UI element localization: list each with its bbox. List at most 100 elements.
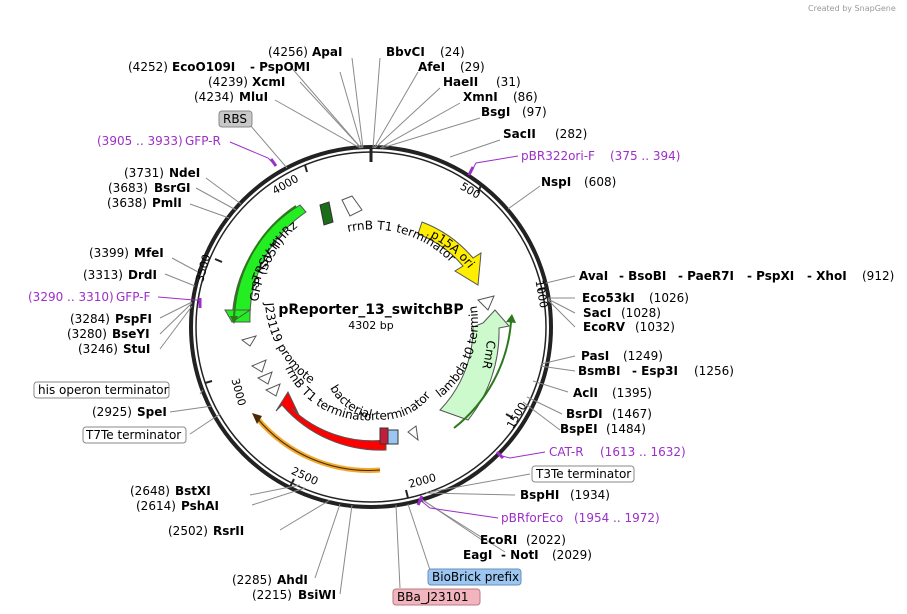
site-ecorv[interactable]: EcoRV (1032) — [583, 320, 675, 334]
lambda-marker — [477, 295, 495, 311]
site-acli[interactable]: AclI (1395) — [573, 386, 652, 400]
svg-text:BseYI: BseYI — [112, 327, 150, 341]
svg-text:GFP-R: GFP-R — [185, 134, 221, 148]
site-xcmi[interactable]: (4239) XcmI — [208, 75, 285, 89]
site-mfei[interactable]: (3399) MfeI — [89, 246, 164, 260]
tick-2000: 2000 — [407, 471, 437, 491]
site-saci[interactable]: SacI (1028) — [583, 306, 661, 320]
svg-text:(1467): (1467) — [612, 407, 652, 421]
box-rbs[interactable]: RBS — [218, 110, 253, 128]
svg-text:SacII: SacII — [503, 127, 536, 141]
primer-cat-r[interactable]: CAT-R (1613 .. 1632) — [549, 445, 686, 459]
svg-text:BioBrick prefix: BioBrick prefix — [432, 570, 519, 584]
primer-gfp-f[interactable]: (3290 .. 3310) GFP-F — [28, 290, 151, 304]
primer-gfp-r[interactable]: (3905 .. 3933) GFP-R — [97, 134, 221, 148]
svg-text:(3280): (3280) — [67, 327, 107, 341]
site-xmni[interactable]: XmnI (86) — [463, 90, 538, 104]
site-sacii[interactable]: SacII (282) — [503, 127, 587, 141]
svg-text:(4234): (4234) — [194, 90, 234, 104]
svg-text:RBS: RBS — [223, 112, 247, 126]
primer-pbrforeco[interactable]: pBRforEco (1954 .. 1972) — [501, 511, 660, 525]
svg-text:(1954 .. 1972): (1954 .. 1972) — [574, 511, 660, 525]
svg-text:(2648): (2648) — [130, 484, 170, 498]
site-eagi[interactable]: EagI - NotI (2029) — [463, 548, 592, 562]
site-bsrdi[interactable]: BsrDI (1467) — [566, 407, 652, 421]
site-haeii[interactable]: HaeII (31) — [443, 75, 521, 89]
svg-text:(2614): (2614) — [136, 499, 176, 513]
svg-text:AvaI: AvaI — [579, 269, 608, 283]
site-bstxi[interactable]: (2648) BstXI — [130, 484, 211, 498]
site-ahdi[interactable]: (2285) AhdI — [232, 573, 308, 587]
svg-text:XcmI: XcmI — [252, 75, 285, 89]
site-pspfi[interactable]: (3284) PspFI — [70, 312, 152, 326]
box-t7te-terminator[interactable]: T7Te terminator — [82, 426, 187, 444]
site-bsphi[interactable]: BspHI (1934) — [520, 488, 610, 502]
site-bbvci[interactable]: BbvCI (24) — [386, 45, 465, 59]
svg-text:EcoRV: EcoRV — [583, 320, 626, 334]
svg-text:(2925): (2925) — [92, 405, 132, 419]
svg-text:EagI: EagI — [463, 548, 492, 562]
site-avai-group[interactable]: AvaI - BsoBI - PaeR7I - PspXI - XhoI (91… — [579, 269, 894, 283]
bacterial-term-marker — [407, 425, 419, 442]
site-pasi[interactable]: PasI (1249) — [581, 349, 663, 363]
svg-text:(608): (608) — [584, 175, 616, 189]
primer-pbr322ori-f[interactable]: pBR322ori-F (375 .. 394) — [521, 149, 680, 163]
svg-text:(3313): (3313) — [83, 268, 123, 282]
svg-text:(912): (912) — [862, 269, 894, 283]
svg-text:- PspOMI: - PspOMI — [250, 60, 310, 74]
box-t3te-terminator[interactable]: T3Te terminator — [531, 465, 635, 483]
plasmid-size: 4302 bp — [348, 319, 393, 332]
site-bspei[interactable]: BspEI (1484) — [560, 422, 646, 436]
site-ndei[interactable]: (3731) NdeI — [124, 166, 200, 180]
svg-text:XmnI: XmnI — [463, 90, 498, 104]
svg-text:BspEI: BspEI — [560, 422, 598, 436]
svg-text:pBR322ori-F: pBR322ori-F — [521, 149, 595, 163]
site-nspi[interactable]: NspI (608) — [541, 175, 616, 189]
svg-text:- XhoI: - XhoI — [807, 269, 847, 283]
svg-text:(3731): (3731) — [124, 166, 164, 180]
site-bseyi[interactable]: (3280) BseYI — [67, 327, 150, 341]
svg-text:DrdI: DrdI — [128, 268, 157, 282]
box-his-operon-terminator[interactable]: his operon terminator — [33, 381, 170, 399]
svg-text:- NotI: - NotI — [501, 548, 539, 562]
cmr-arrow[interactable] — [439, 309, 510, 421]
site-apai[interactable]: (4256) ApaI — [268, 45, 342, 59]
svg-text:T3Te terminator: T3Te terminator — [535, 467, 631, 481]
site-bsgi[interactable]: BsgI (97) — [481, 105, 547, 119]
svg-text:- BsoBI: - BsoBI — [619, 269, 666, 283]
box-biobrick-prefix[interactable]: BioBrick prefix — [427, 568, 522, 586]
svg-text:AhdI: AhdI — [277, 573, 308, 587]
site-spei[interactable]: (2925) SpeI — [92, 405, 167, 419]
site-bsiwi[interactable]: (2215) BsiWI — [252, 588, 336, 602]
site-afei[interactable]: AfeI (29) — [418, 60, 485, 74]
site-ecoo109i[interactable]: (4252) EcoO109I - PspOMI — [128, 60, 310, 74]
svg-text:BsmBI: BsmBI — [578, 364, 620, 378]
svg-text:(29): (29) — [460, 60, 485, 74]
site-rsrii[interactable]: (2502) RsrII — [168, 524, 244, 538]
plasmid-name: pReporter_13_switchBP — [278, 302, 463, 318]
svg-text:AfeI: AfeI — [418, 60, 445, 74]
svg-text:- Esp3I: - Esp3I — [632, 364, 678, 378]
svg-text:BbvCI: BbvCI — [386, 45, 425, 59]
svg-text:BspHI: BspHI — [520, 488, 559, 502]
term-marker-2 — [256, 371, 273, 385]
site-mlui[interactable]: (4234) MluI — [194, 90, 268, 104]
site-pmli[interactable]: (3638) PmlI — [107, 196, 182, 210]
site-bsmbi[interactable]: BsmBI - Esp3I (1256) — [578, 364, 734, 378]
site-eco53ki[interactable]: Eco53kI (1026) — [582, 291, 689, 305]
site-drdi[interactable]: (3313) DrdI — [83, 268, 157, 282]
site-pshai[interactable]: (2614) PshAI — [136, 499, 219, 513]
site-ecori[interactable]: EcoRI (2022) — [480, 533, 566, 547]
svg-text:SpeI: SpeI — [137, 405, 167, 419]
term-marker-1 — [250, 359, 267, 373]
p15a-ori-arrow[interactable] — [417, 221, 482, 286]
site-stui[interactable]: (3246) StuI — [78, 342, 150, 356]
svg-text:BstXI: BstXI — [175, 484, 211, 498]
mrfp1-arrow[interactable] — [275, 390, 387, 451]
site-bsrgi[interactable]: (3683) BsrGI — [108, 181, 191, 195]
svg-text:HaeII: HaeII — [443, 75, 478, 89]
position-ticks — [204, 164, 546, 499]
box-bba-j23101[interactable]: BBa_J23101 — [392, 588, 481, 606]
svg-text:(1613 .. 1632): (1613 .. 1632) — [600, 445, 686, 459]
